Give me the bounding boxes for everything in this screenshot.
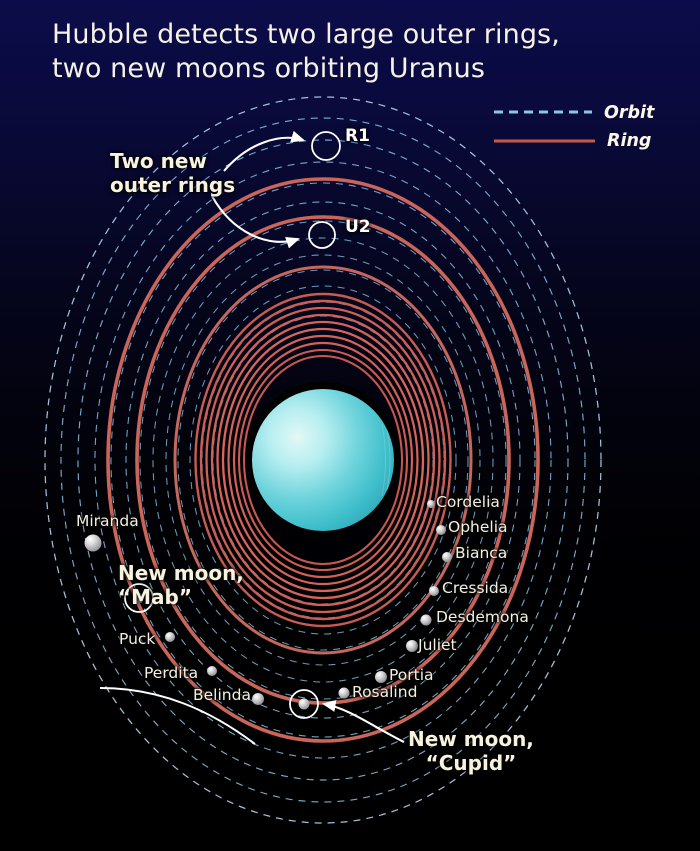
- moon-dot-portia[interactable]: [375, 671, 387, 683]
- moon-dot-desdemona[interactable]: [420, 614, 432, 626]
- orbit-ellipse: [60, 117, 586, 803]
- moon-dot-perdita[interactable]: [207, 666, 217, 676]
- orbit-ellipse: [110, 182, 536, 738]
- arrow-cupid-tail: [99, 687, 256, 745]
- inner-ring: [221, 327, 425, 593]
- moon-dot-miranda[interactable]: [84, 534, 102, 552]
- orbit-ellipse: [125, 201, 521, 719]
- inner-ring: [194, 292, 452, 628]
- arrow-to-u2: [211, 195, 300, 249]
- orbit-ellipse: [177, 269, 469, 651]
- u2-highlight-circle[interactable]: [308, 221, 336, 249]
- inner-ring: [205, 306, 441, 614]
- moon-dot-bianca[interactable]: [442, 552, 452, 562]
- moon-dot-cordelia[interactable]: [427, 500, 435, 508]
- inner-ring: [232, 341, 414, 579]
- moon-dot-puck[interactable]: [165, 632, 175, 642]
- planet-disc: [252, 389, 394, 531]
- new-moon-mab-marker[interactable]: [124, 583, 154, 613]
- moon-dot-ophelia[interactable]: [436, 525, 446, 535]
- epsilon-ring: [173, 265, 473, 655]
- moon-dot-mab: [134, 593, 144, 603]
- moon-dot-rosalind[interactable]: [338, 687, 350, 699]
- cupid-highlight-circle: [289, 689, 319, 719]
- inner-ring: [216, 320, 430, 600]
- moon-dot-cressida[interactable]: [429, 586, 439, 596]
- moon-dot-juliet[interactable]: [406, 640, 418, 652]
- planet-limb-banding: [386, 429, 391, 491]
- planet-limb-banding: [381, 423, 386, 497]
- inner-ring: [227, 334, 419, 586]
- moon-dot-belinda[interactable]: [252, 693, 264, 705]
- inner-ring-group: [194, 292, 452, 628]
- inner-ring: [210, 313, 436, 607]
- new-moon-cupid-marker[interactable]: [289, 689, 319, 719]
- r1-highlight-circle[interactable]: [311, 131, 341, 161]
- orbit-ellipse: [77, 139, 569, 781]
- moon-dot-group: [84, 500, 452, 705]
- orbit-ellipse-miranda: [44, 96, 602, 824]
- orbit-ellipse: [165, 254, 481, 666]
- planet-uranus[interactable]: [245, 382, 401, 538]
- arrow-to-r1: [223, 130, 305, 172]
- mab-highlight-circle: [124, 583, 154, 613]
- orbit-ellipse: [189, 285, 457, 635]
- arrow-to-cupid: [321, 699, 405, 743]
- inner-ring: [237, 348, 409, 572]
- inner-ring: [199, 299, 447, 621]
- ring-r1[interactable]: [106, 177, 540, 743]
- orbit-ellipse: [152, 237, 494, 683]
- moon-dot-cupid: [298, 698, 310, 710]
- orbit-ellipse: [94, 161, 552, 759]
- inner-ring: [242, 354, 404, 566]
- orbit-ellipse: [139, 220, 507, 700]
